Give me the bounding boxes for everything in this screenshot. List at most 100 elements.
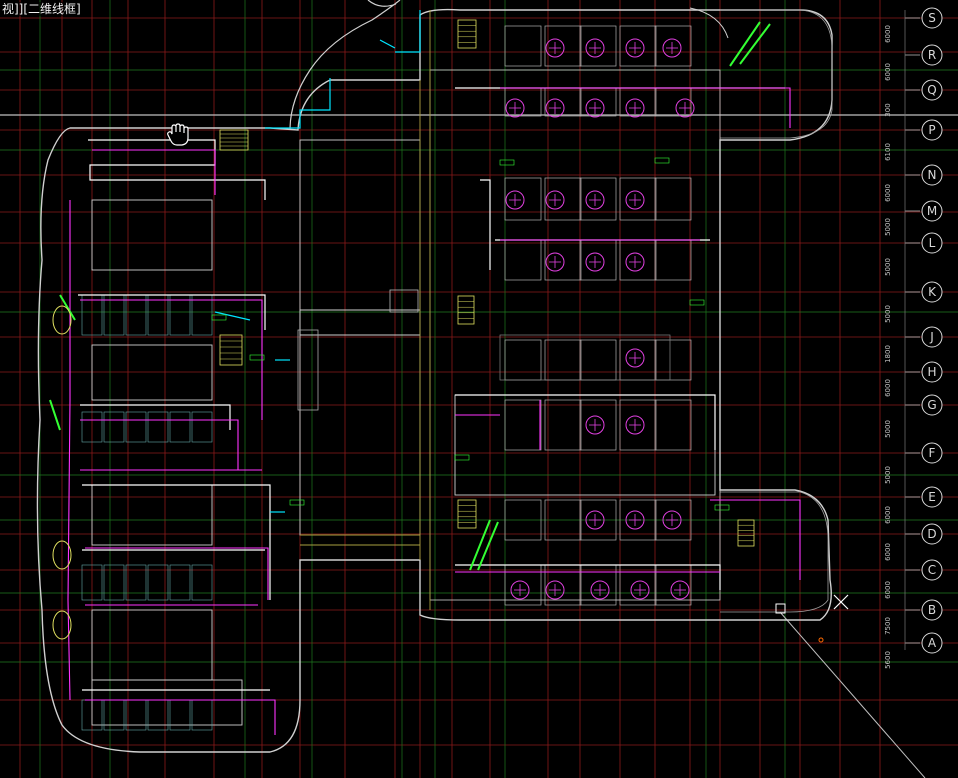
equipment-unit [585, 510, 605, 530]
equipment-layer [52, 19, 755, 640]
stair-symbol [457, 295, 475, 325]
ward-room [654, 239, 692, 281]
ward-room [619, 239, 657, 281]
equipment-unit [662, 510, 682, 530]
equipment-unit [625, 190, 645, 210]
stair [389, 289, 419, 313]
ward-room [619, 399, 657, 451]
small-room [81, 564, 103, 601]
axis-label: A [928, 636, 937, 650]
pipe-magenta [67, 200, 71, 701]
pipe-white [88, 139, 266, 200]
ward-room [619, 499, 657, 541]
ward-room [654, 87, 692, 117]
equipment-unit [545, 98, 565, 118]
equipment-ring [625, 252, 645, 272]
small-room [147, 411, 169, 443]
pipe-magenta [85, 699, 276, 735]
small-room [191, 411, 213, 443]
equipment-unit [585, 38, 605, 58]
pipe-green [469, 519, 491, 571]
seating-oval [52, 540, 72, 570]
equipment-unit [585, 190, 605, 210]
equipment-ring [670, 580, 690, 600]
equipment-unit [625, 348, 645, 368]
axis-label: S [928, 11, 936, 25]
ward-room [544, 399, 582, 451]
escalator [297, 329, 319, 411]
small-room [125, 564, 147, 601]
ward-room [579, 339, 617, 381]
axis-bubble [921, 599, 943, 621]
annotation-tag [454, 454, 470, 461]
equipment-ring [545, 190, 565, 210]
small-room [103, 699, 125, 731]
leader-line [779, 611, 926, 778]
axis-bubble [921, 486, 943, 508]
equipment-ring [625, 190, 645, 210]
small-room [191, 564, 213, 601]
dimension-value: 6000 [884, 543, 892, 561]
pipe-cyan [395, 10, 421, 53]
dimension-value: 5000 [884, 420, 892, 438]
axis-bubble [921, 394, 943, 416]
stair-frame [457, 499, 477, 529]
pipe-green [729, 21, 761, 67]
pipe-magenta [500, 87, 791, 128]
axis-bubble [921, 326, 943, 348]
ward-room [504, 177, 542, 221]
equipment-unit [545, 38, 565, 58]
wing-outline [720, 9, 833, 139]
ward-room [504, 499, 542, 541]
ward-room [544, 239, 582, 281]
annotation-tag [249, 354, 265, 361]
equipment-ring [625, 348, 645, 368]
pipe-white [480, 179, 491, 270]
equipment-ring [545, 252, 565, 272]
pipe-green [477, 521, 499, 571]
annotation-tag [499, 159, 515, 166]
room [91, 199, 213, 271]
axis-bubble [921, 559, 943, 581]
equipment-unit [625, 415, 645, 435]
stair-frame [457, 295, 475, 325]
axis-bubble [921, 7, 943, 29]
small-room [125, 699, 147, 731]
ward-room [654, 399, 692, 451]
ward-room [579, 25, 617, 67]
equipment-unit [545, 580, 565, 600]
axis-label: G [927, 398, 936, 412]
pipe-green [739, 23, 771, 65]
pipe-cyan [214, 311, 251, 321]
dimension-value: 6000 [884, 379, 892, 397]
pipe-white [455, 564, 721, 590]
room [454, 394, 716, 496]
ward-room [619, 87, 657, 117]
axis-label: E [928, 490, 936, 504]
equipment-unit [670, 580, 690, 600]
pipe-magenta [85, 547, 269, 600]
ward-room [654, 339, 692, 381]
axis-label: J [929, 330, 934, 344]
dimension-strings: 6000600030061006000500050005000180060005… [211, 25, 892, 669]
ward-room [579, 239, 617, 281]
dimension-value: 6000 [884, 184, 892, 202]
curved-wall [367, 0, 397, 7]
ward-room [619, 177, 657, 221]
pipe-magenta [80, 299, 263, 420]
pipe-cyan [379, 39, 396, 49]
equipment-unit [585, 98, 605, 118]
wing-outline [720, 491, 829, 613]
pipe-green [49, 399, 61, 431]
equipment-ring [630, 580, 650, 600]
small-room [81, 411, 103, 443]
viewport-label[interactable]: 视]][二维线框] [0, 2, 83, 16]
equipment-unit [585, 252, 605, 272]
axis-bubble [921, 281, 943, 303]
annotation-tag [654, 157, 670, 164]
axis-label: P [928, 123, 935, 137]
